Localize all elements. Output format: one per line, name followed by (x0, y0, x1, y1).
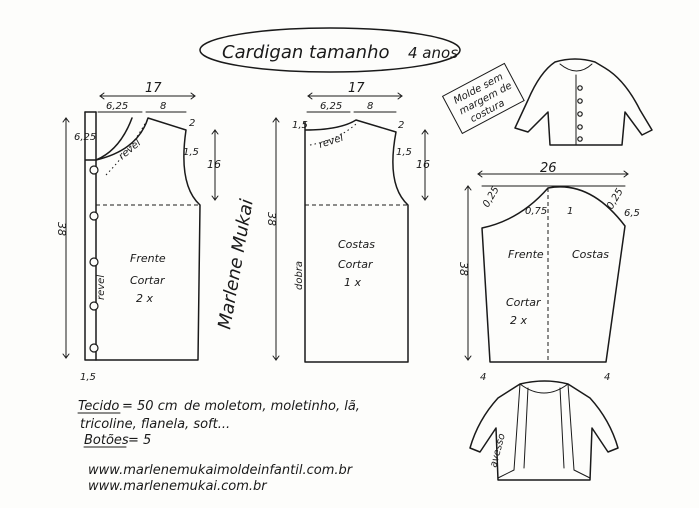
seam-stamp: Molde sem margem de costura (441, 62, 525, 135)
sketch-button-2 (577, 98, 583, 104)
front-arm-depth: 16 (207, 158, 221, 171)
front-button-5 (89, 343, 99, 353)
front-outline (84, 111, 201, 361)
front-button-1 (89, 165, 99, 175)
buttons-value: = 5 (128, 433, 151, 448)
back-fold: dobra (294, 261, 305, 290)
signature: Marlene Mukai (214, 198, 258, 331)
fabric-label: Tecido (78, 399, 119, 414)
back-cut: Cortar (338, 258, 374, 271)
front-button-4 (89, 301, 99, 311)
avesso-label: avesso (488, 432, 508, 468)
sleeve-cap-right: 1 (567, 206, 573, 217)
front-neck-drop: 6,25 (74, 132, 96, 143)
back-revel: revel (318, 133, 345, 151)
back-arm-curve: 1,5 (396, 147, 412, 158)
front-shoulder-width: 8 (160, 101, 166, 112)
sleeve-width: 26 (540, 161, 557, 176)
fabric-types: de moletom, moletinho, lã, (184, 399, 360, 414)
front-button-3 (89, 257, 99, 267)
buttons-label: Botões (84, 433, 129, 448)
fabric-types-2: tricoline, flanela, soft... (80, 417, 230, 432)
front-qty: 2 x (136, 292, 153, 305)
back-qty: 1 x (344, 276, 361, 289)
front-shoulder-drop: 2 (189, 118, 195, 129)
back-length: 38 (265, 212, 278, 226)
url-primary[interactable]: www.marlenemukaimoldeinfantil.com.br (88, 463, 354, 478)
front-width-top: 17 (145, 81, 162, 96)
sleeve-cut: Cortar (506, 296, 542, 309)
sleeve-qty: 2 x (510, 314, 527, 327)
url-secondary[interactable]: www.marlenemukai.com.br (88, 479, 268, 494)
back-shoulder-width: 8 (367, 101, 373, 112)
back-outline (304, 119, 409, 363)
sketch-button-1 (577, 85, 583, 91)
back-neck-drop: 1,5 (292, 120, 308, 131)
front-label: Frente (130, 252, 166, 265)
front-revel: revel (117, 138, 143, 163)
jacket-sketch (514, 58, 653, 146)
sleeve-cuff-right: 4 (604, 372, 610, 383)
sleeve-length: 38 (457, 262, 470, 276)
front-arm-curve: 1,5 (183, 147, 199, 158)
title-ellipse (199, 27, 461, 73)
sleeve-cap-mid: 0,75 (525, 206, 547, 217)
front-hem-ext: 1,5 (80, 372, 96, 383)
back-shoulder-drop: 2 (398, 120, 404, 131)
back-piece: 17 6,25 8 2 1,5 1,5 16 38 revel dobra Co… (265, 81, 430, 363)
sleeve-cap-left: 0,25 (481, 185, 502, 210)
back-neck-width: 6,25 (320, 101, 342, 112)
sleeve-cap-edge: 0,25 (605, 187, 626, 212)
sleeve-label-front: Frente (508, 248, 544, 261)
back-width-top: 17 (348, 81, 365, 96)
title-group: Cardigan tamanho 4 anos (199, 27, 461, 73)
sketch-button-4 (577, 124, 583, 130)
sketch-button-3 (577, 111, 583, 117)
title-name: Cardigan tamanho (222, 42, 390, 63)
notes: Tecido = 50 cm de moletom, moletinho, lã… (77, 399, 360, 448)
back-label: Costas (338, 238, 375, 251)
sleeve-cuff-left: 4 (480, 372, 486, 383)
fabric-value: = 50 cm (122, 399, 178, 414)
sleeve-outline (481, 186, 626, 363)
sleeve-cap-height: 6,5 (624, 208, 640, 219)
front-revel-side: revel (96, 275, 107, 300)
front-length: 38 (55, 222, 68, 236)
sketch-button-5 (577, 136, 583, 142)
front-piece: 17 6,25 8 2 6,25 1,5 16 38 1,5 revel rev… (55, 81, 221, 383)
front-neck-width: 6,25 (106, 101, 128, 112)
front-button-2 (89, 211, 99, 221)
stamp-box (441, 62, 525, 135)
open-cardigan-sketch: avesso (469, 380, 619, 481)
sleeve-label-back: Costas (572, 248, 609, 261)
sleeve-piece: 26 0,25 0,75 1 0,25 6,5 38 4 4 Frente Co… (457, 161, 640, 383)
title-size: 4 anos (408, 44, 458, 62)
back-arm-depth: 16 (416, 158, 430, 171)
front-cut: Cortar (130, 274, 166, 287)
